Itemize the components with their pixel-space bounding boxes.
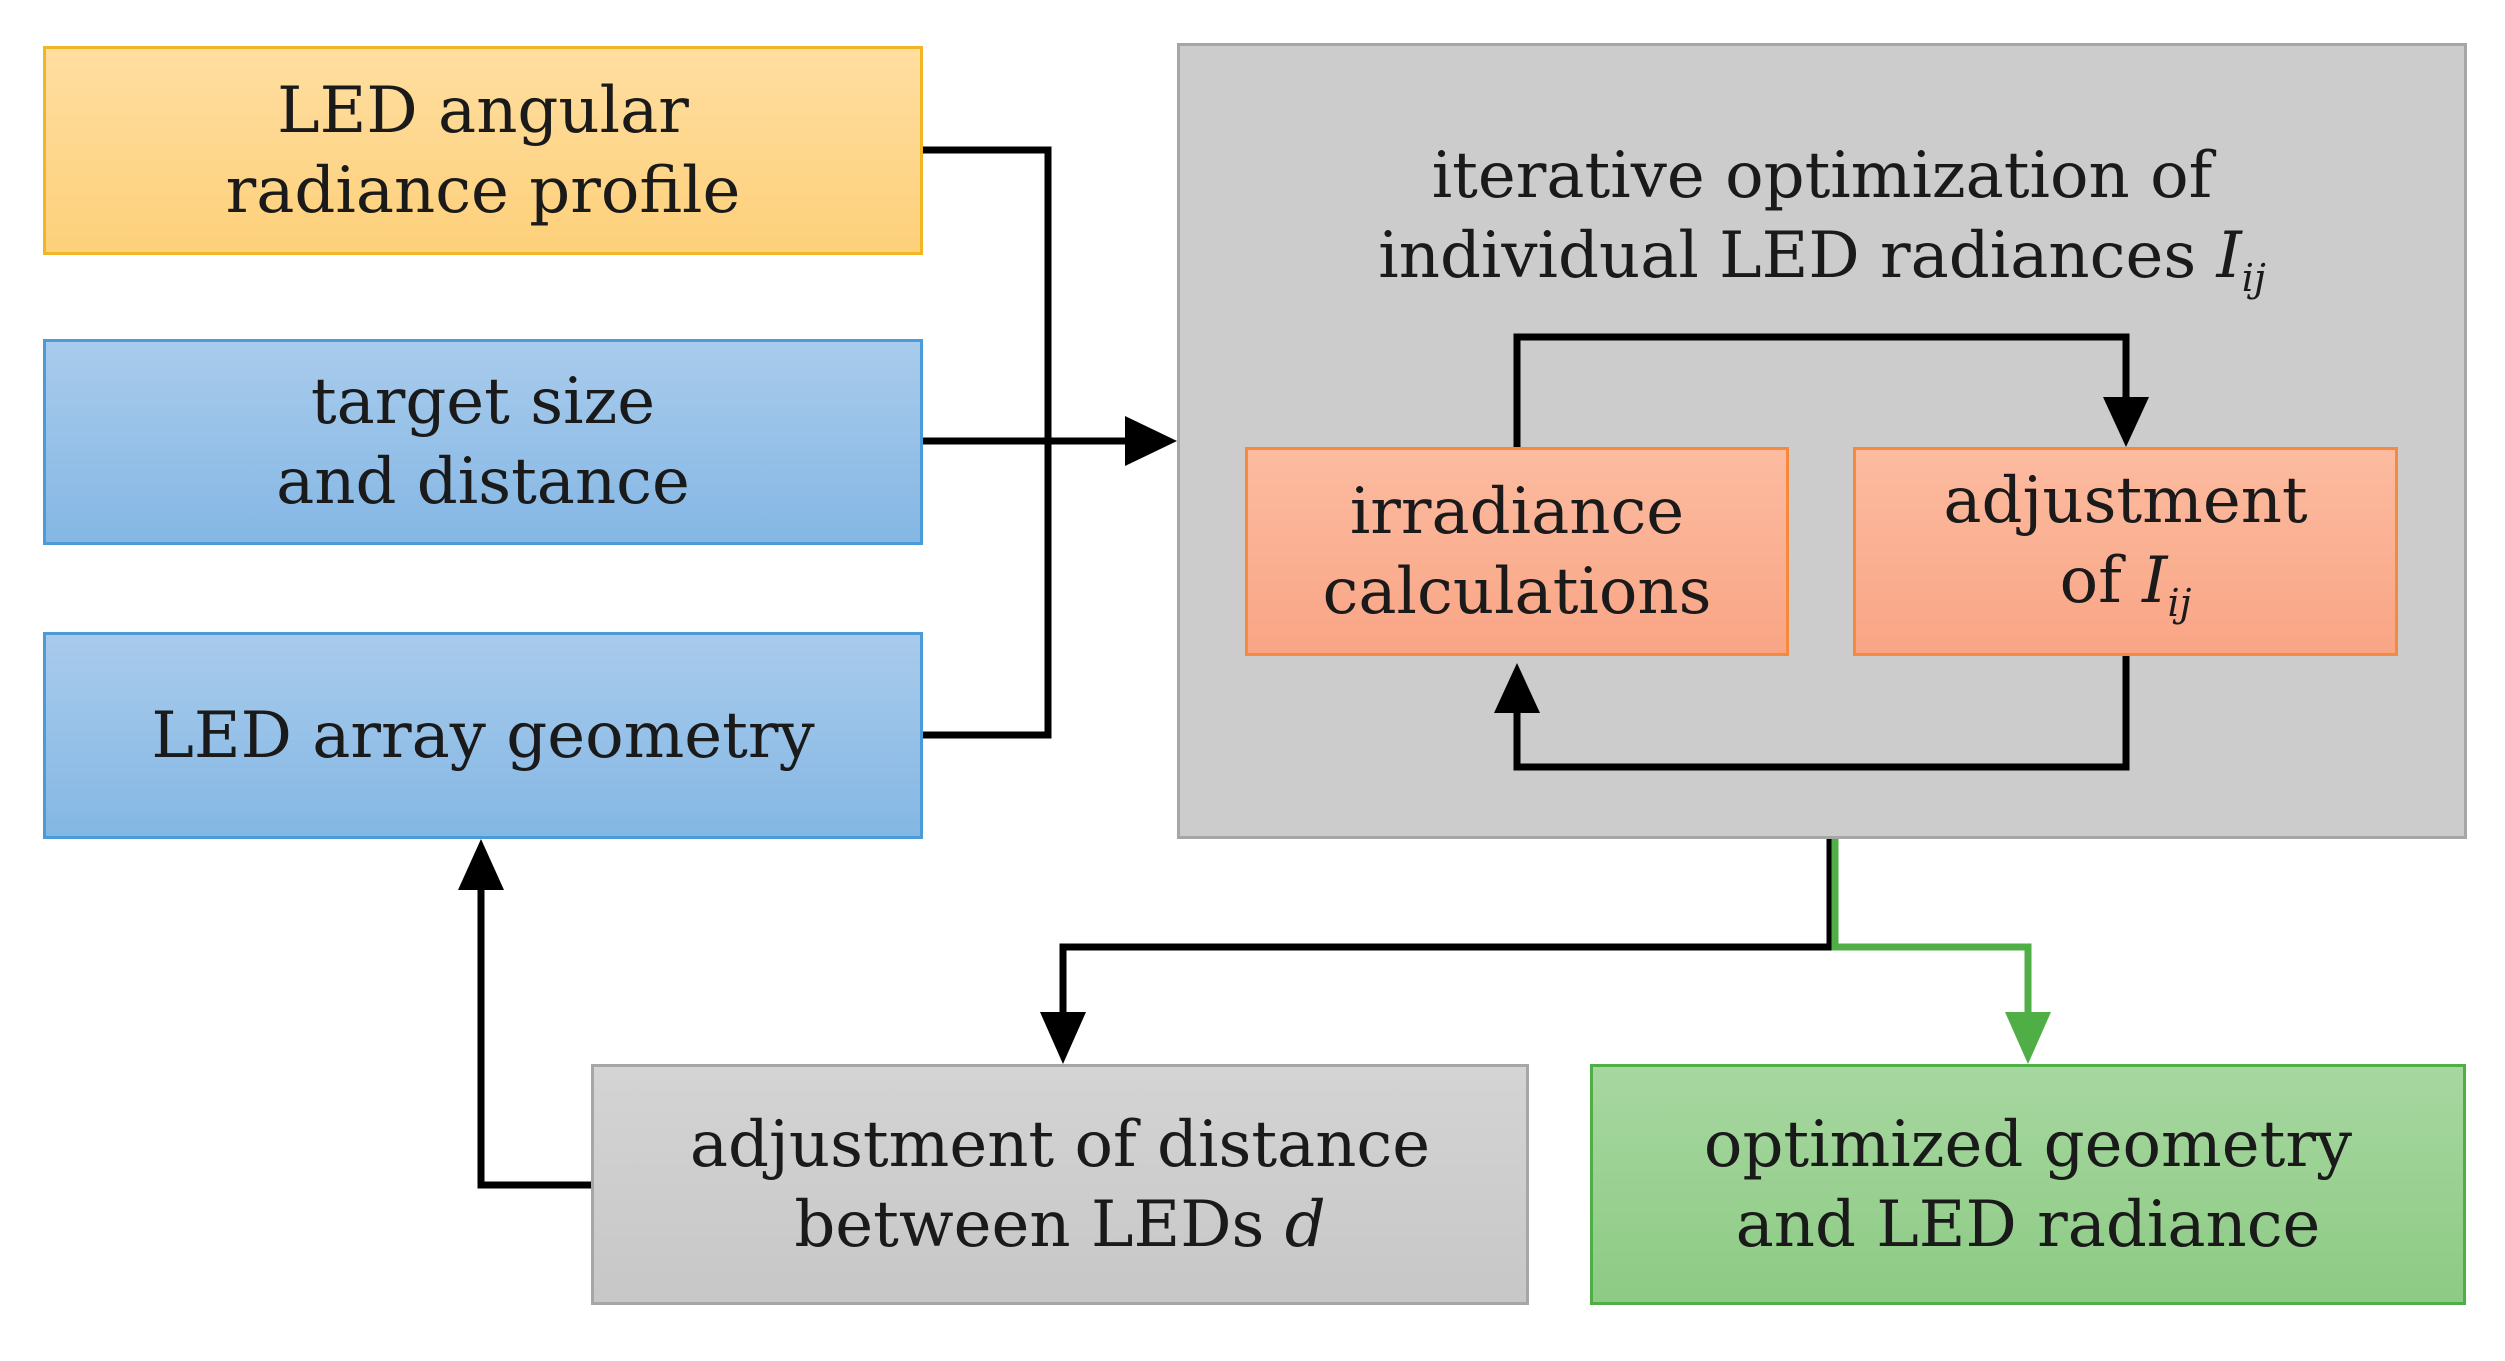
iterative-sub: ij bbox=[2241, 256, 2266, 300]
connector-iterative-to-adjust-d bbox=[1059, 839, 1834, 1012]
arrowhead-into-iterative bbox=[1125, 416, 1177, 466]
adjust-i-var: I bbox=[2142, 543, 2168, 618]
arrowhead-into-optimized bbox=[2005, 1012, 2051, 1064]
target-line1: target size bbox=[310, 365, 656, 439]
geometry-line1: LED array geometry bbox=[151, 698, 815, 773]
adjust-d-line2-wrap: between LEDs d bbox=[690, 1185, 1430, 1265]
arrowhead-into-adjust-d bbox=[1040, 1012, 1086, 1064]
led-array-geometry-node: LED array geometry bbox=[43, 632, 923, 839]
led-profile-line1: LED angular bbox=[277, 73, 689, 148]
target-size-distance-node: target size and distance bbox=[43, 339, 923, 545]
iterative-line2-wrap: individual LED radiances Iij bbox=[1378, 216, 2265, 318]
irradiance-line2: calculations bbox=[1322, 554, 1712, 629]
iterative-optimization-node: iterative optimization of individual LED… bbox=[1177, 43, 2467, 839]
adjust-i-line2: of bbox=[2059, 543, 2122, 618]
adjust-i-line2-wrap: of Iij bbox=[1943, 541, 2307, 643]
led-profile-line2: radiance profile bbox=[225, 153, 741, 228]
target-line2: and distance bbox=[276, 445, 690, 519]
adjustment-of-distance-node: adjustment of distance between LEDs d bbox=[591, 1064, 1529, 1305]
iterative-var: I bbox=[2216, 219, 2242, 293]
adjust-d-line1: adjustment of distance bbox=[689, 1107, 1431, 1182]
connector-profile-to-bus bbox=[923, 146, 1052, 739]
optimized-line2: and LED radiance bbox=[1735, 1187, 2321, 1262]
iterative-line2: individual LED radiances bbox=[1378, 219, 2197, 293]
adjust-d-var: d bbox=[1284, 1187, 1326, 1262]
irradiance-calculations-node: irradiance calculations bbox=[1245, 447, 1789, 656]
connector-iterative-to-optimized bbox=[1831, 839, 2032, 1012]
adjustment-of-i-node: adjustment of Iij bbox=[1853, 447, 2398, 656]
optimized-output-node: optimized geometry and LED radiance bbox=[1590, 1064, 2466, 1305]
optimized-line1: optimized geometry bbox=[1703, 1107, 2353, 1182]
connector-adjust-d-to-geometry bbox=[477, 890, 591, 1189]
irradiance-line1: irradiance bbox=[1349, 474, 1685, 549]
arrowhead-into-geometry bbox=[458, 839, 504, 890]
iterative-line1: iterative optimization of bbox=[1431, 139, 2213, 213]
led-angular-profile-node: LED angular radiance profile bbox=[43, 46, 923, 255]
adjust-d-line2: between LEDs bbox=[794, 1187, 1265, 1262]
adjust-i-sub: ij bbox=[2167, 580, 2192, 625]
adjust-i-line1: adjustment bbox=[1943, 463, 2308, 538]
